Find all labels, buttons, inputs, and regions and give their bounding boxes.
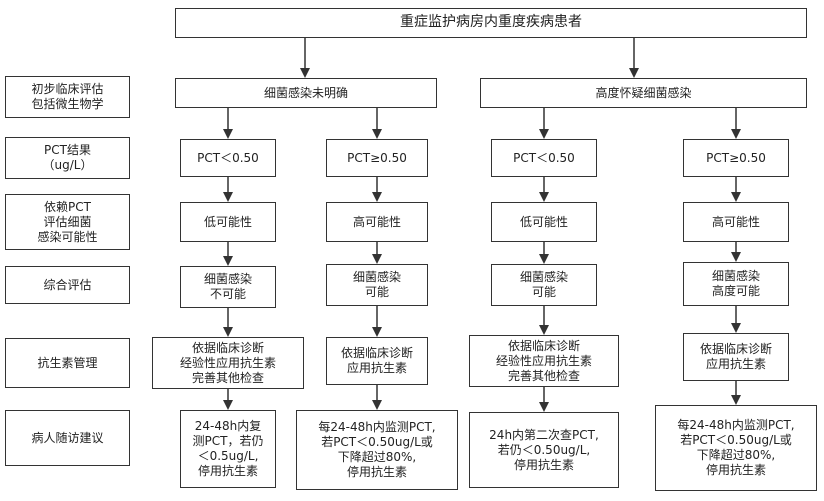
col2-management: 依据临床诊断 应用抗生素 (326, 337, 428, 385)
col1-followup: 24-48h内复 测PCT，若仍 ＜0.5ug/L, 停用抗生素 (180, 410, 276, 488)
row-label-antibiotic-management: 抗生素管理 (5, 338, 130, 388)
col2-pct: PCT≥0.50 (326, 139, 428, 177)
col4-followup: 每24-48h内监测PCT, 若PCT＜0.50ug/L或 下降超过80%, 停… (655, 405, 817, 491)
row-label-likelihood: 依赖PCT 评估细菌 感染可能性 (5, 194, 130, 250)
col4-management: 依据临床诊断 应用抗生素 (683, 333, 789, 381)
col1-pct: PCT＜0.50 (180, 139, 276, 177)
row-label-pct-result: PCT结果 （ug/L） (5, 137, 130, 179)
col3-management: 依据临床诊断 经验性应用抗生素 完善其他检查 (469, 335, 619, 387)
col2-followup: 每24-48h内监测PCT, 若PCT＜0.50ug/L或 下降超过80%, 停… (296, 410, 458, 490)
col2-likelihood: 高可能性 (326, 202, 428, 242)
row-label-overall-assessment: 综合评估 (5, 266, 130, 304)
col2-assessment: 细菌感染 可能 (326, 264, 428, 306)
col4-likelihood: 高可能性 (683, 202, 789, 242)
col3-likelihood: 低可能性 (491, 202, 597, 242)
col4-assessment: 细菌感染 高度可能 (683, 262, 789, 306)
title-box: 重症监护病房内重度疾病患者 (175, 8, 807, 38)
col3-assessment: 细菌感染 可能 (491, 264, 597, 306)
group-unclear-infection: 细菌感染未明确 (175, 78, 437, 108)
col3-pct: PCT＜0.50 (491, 139, 597, 177)
col1-likelihood: 低可能性 (180, 202, 276, 242)
group-suspected-infection: 高度怀疑细菌感染 (480, 78, 807, 108)
col1-management: 依据临床诊断 经验性应用抗生素 完善其他检查 (152, 337, 304, 389)
col3-followup: 24h内第二次查PCT, 若仍＜0.50ug/L, 停用抗生素 (469, 412, 619, 488)
col4-pct: PCT≥0.50 (683, 139, 789, 177)
col1-assessment: 细菌感染 不可能 (180, 266, 276, 308)
row-label-followup: 病人随访建议 (5, 410, 130, 466)
row-label-initial-assessment: 初步临床评估 包括微生物学 (5, 76, 130, 118)
